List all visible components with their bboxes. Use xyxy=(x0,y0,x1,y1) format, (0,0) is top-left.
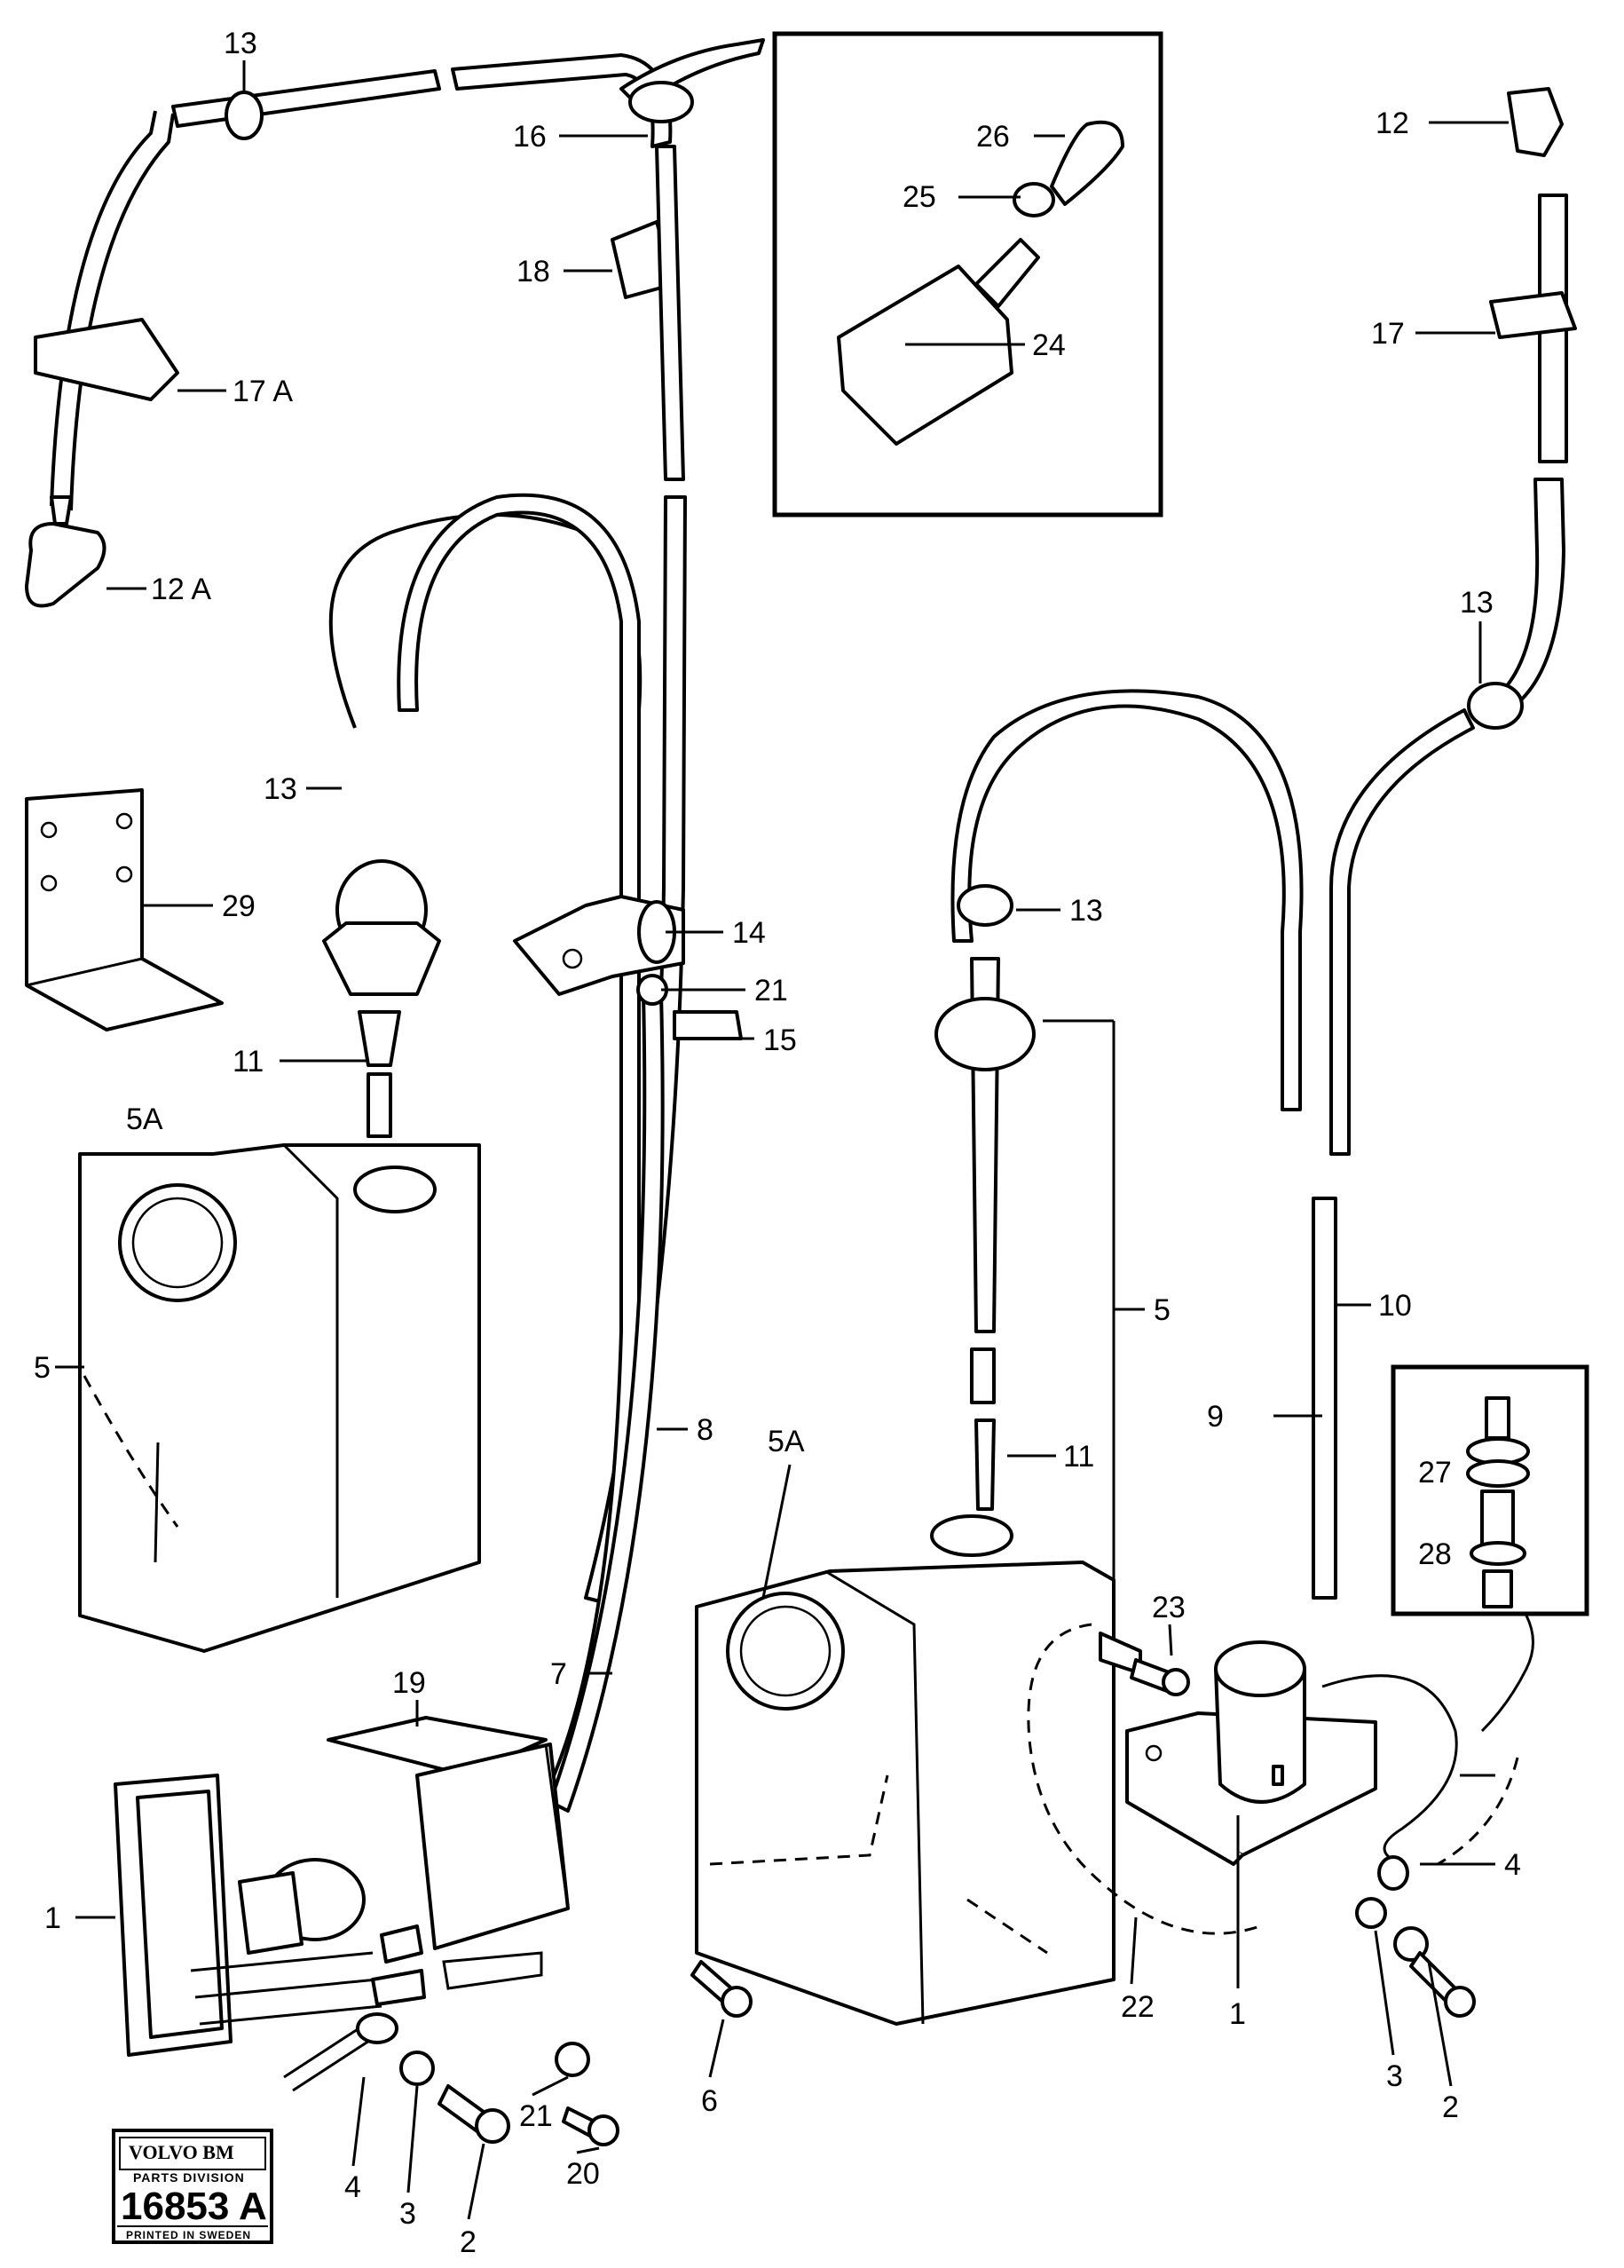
label-15: 15 xyxy=(763,1023,797,1057)
label-16: 16 xyxy=(513,120,547,154)
label-21-a: 21 xyxy=(754,974,788,1008)
right-pump xyxy=(1027,1615,1534,1962)
hardware-bottom-left xyxy=(283,1960,753,2146)
label-9: 9 xyxy=(1207,1400,1224,1434)
label-11-left: 11 xyxy=(233,1045,264,1079)
label-17: 17 xyxy=(1371,317,1405,351)
center-tank xyxy=(695,1514,1116,2026)
label-24: 24 xyxy=(1032,328,1066,362)
label-10: 10 xyxy=(1378,1289,1412,1323)
label-12a: 12 A xyxy=(151,573,211,606)
leader-lines-lower xyxy=(351,1916,1453,2220)
label-18: 18 xyxy=(516,255,550,288)
label-5a-right: 5A xyxy=(768,1425,805,1458)
label-26: 26 xyxy=(976,120,1010,154)
label-19: 19 xyxy=(392,1666,426,1700)
label-5-left: 5 xyxy=(34,1351,51,1385)
upper-right-hose-assembly xyxy=(1312,87,1577,1600)
label-12: 12 xyxy=(1376,107,1409,140)
label-4-left: 4 xyxy=(344,2170,361,2204)
label-11-right: 11 xyxy=(1063,1440,1094,1474)
label-13-right: 13 xyxy=(1460,586,1494,620)
bracket-29 xyxy=(25,788,224,1031)
logo-number: 16853 A xyxy=(121,2185,267,2228)
label-13-top: 13 xyxy=(224,27,257,60)
upper-left-hose-assembly xyxy=(25,53,673,608)
label-13-mid: 13 xyxy=(1069,894,1103,928)
center-hose-loop xyxy=(934,689,1304,1511)
label-3-right: 3 xyxy=(1386,2059,1403,2093)
label-6: 6 xyxy=(701,2084,718,2118)
pump-assembly xyxy=(114,1716,570,2057)
label-28: 28 xyxy=(1418,1537,1452,1571)
label-21-b: 21 xyxy=(519,2099,553,2133)
left-tank xyxy=(78,513,643,1653)
label-5a-left: 5A xyxy=(126,1102,163,1136)
volvo-bm-logo: VOLVO BM PARTS DIVISION 16853 A PRINTED … xyxy=(112,2129,273,2244)
label-27: 27 xyxy=(1418,1456,1452,1490)
label-1-left: 1 xyxy=(44,1901,61,1935)
label-7: 7 xyxy=(550,1657,567,1691)
clip-16 xyxy=(619,38,765,123)
label-2-right: 2 xyxy=(1442,2090,1459,2124)
label-25: 25 xyxy=(903,180,936,214)
hoses-7-8 xyxy=(397,493,665,1813)
logo-brand: VOLVO BM xyxy=(129,2141,234,2163)
label-29: 29 xyxy=(222,889,256,923)
label-20: 20 xyxy=(566,2157,600,2191)
label-13-left: 13 xyxy=(264,772,297,806)
label-22: 22 xyxy=(1121,1990,1155,2024)
label-3-left: 3 xyxy=(399,2197,416,2231)
fitting-inset xyxy=(1391,1364,1589,1616)
logo-printed: PRINTED IN SWEDEN xyxy=(126,2229,251,2241)
callout-labels: 13 16 18 17 A 12 A 26 25 24 12 17 13 13 … xyxy=(34,27,1521,2259)
label-23: 23 xyxy=(1152,1591,1186,1624)
label-17a: 17 A xyxy=(233,375,293,408)
label-14: 14 xyxy=(732,916,766,950)
hardware-bottom-right xyxy=(1130,1658,1476,2018)
label-4-right: 4 xyxy=(1504,1848,1521,1882)
leader-lines xyxy=(55,60,1509,1988)
label-5-right: 5 xyxy=(1154,1293,1171,1327)
label-2-left: 2 xyxy=(460,2225,477,2259)
label-1-right: 1 xyxy=(1229,1997,1246,2031)
logo-division: PARTS DIVISION xyxy=(133,2170,245,2185)
label-8: 8 xyxy=(697,1413,713,1447)
switch-inset xyxy=(772,31,1163,518)
